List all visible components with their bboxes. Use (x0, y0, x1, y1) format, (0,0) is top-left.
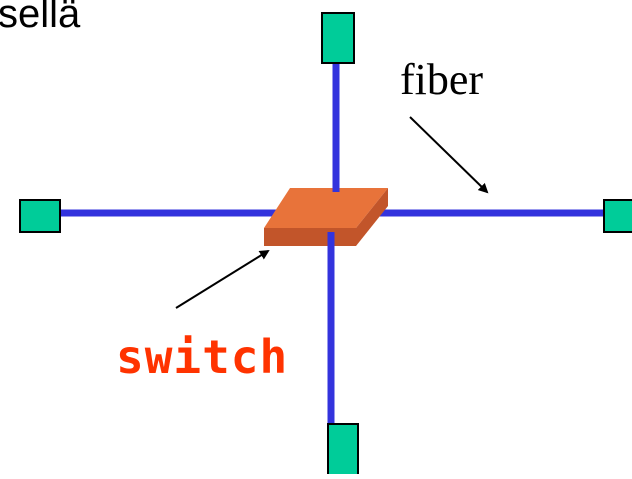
fiber-label: fiber (400, 58, 483, 102)
node-right (604, 200, 632, 232)
switch-arrow (176, 251, 268, 308)
node-bottom (328, 424, 358, 474)
switch-box (264, 188, 388, 246)
node-top (322, 13, 354, 63)
fiber-arrow (410, 117, 487, 192)
top-text-fragment: sellä (0, 0, 80, 34)
node-left (20, 200, 60, 232)
switch-label: switch (116, 334, 288, 380)
switch-front-face (264, 228, 356, 246)
